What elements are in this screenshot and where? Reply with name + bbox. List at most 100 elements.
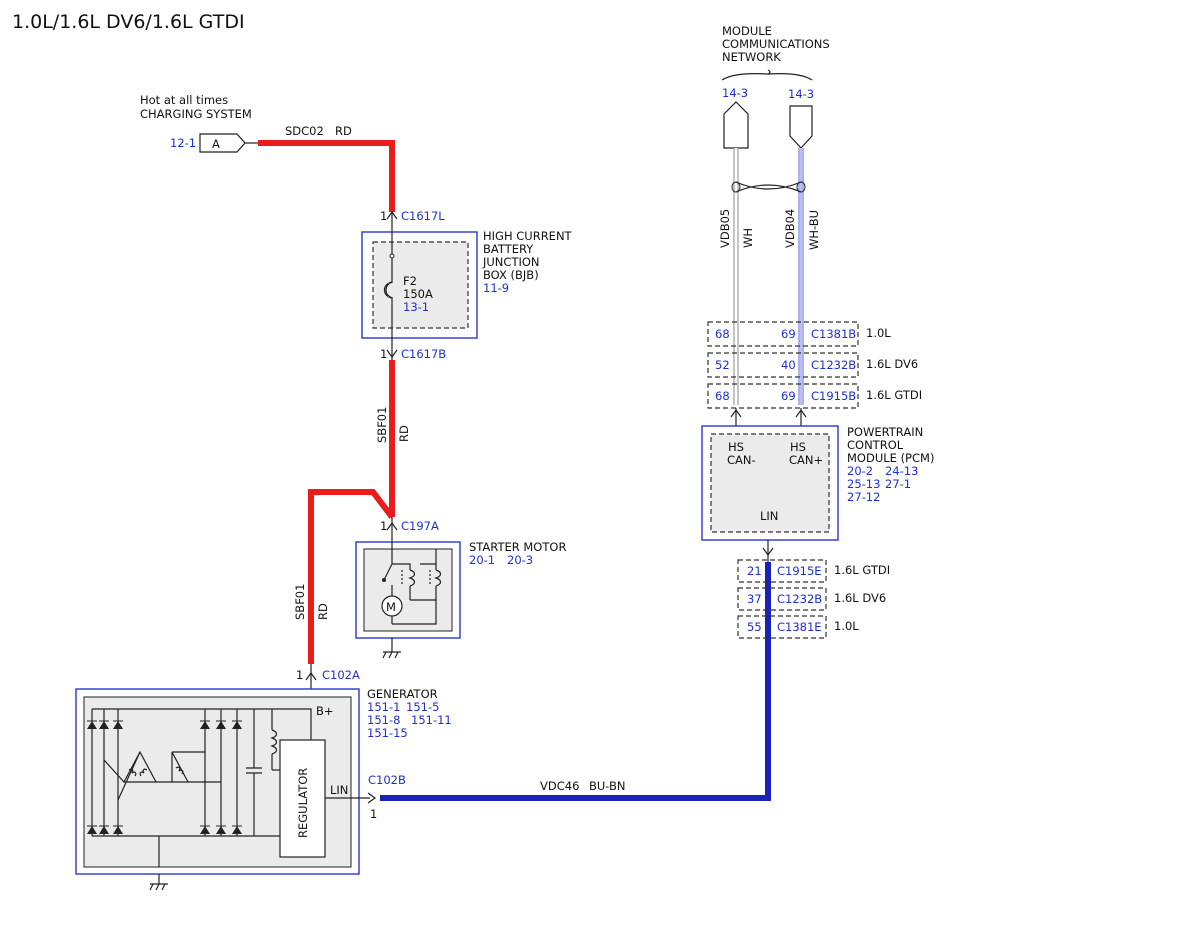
starter-ref-1[interactable]: 20-1 <box>469 553 495 567</box>
pcm-ref-2[interactable]: 24-13 <box>885 464 918 478</box>
wire-sdc02-circuit: SDC02 <box>285 124 324 138</box>
fuse-name: F2 <box>403 274 417 288</box>
field-coil-icon <box>270 729 278 755</box>
network-label-line1: MODULE <box>722 24 772 38</box>
can-conn-engine: 1.6L DV6 <box>866 357 918 371</box>
lin-conn-pin: 55 <box>747 620 762 634</box>
starter-motor-symbol: M <box>386 600 396 614</box>
bjb-ref[interactable]: 11-9 <box>483 281 509 295</box>
lin-connector-row-1[interactable]: 37 C1232B 1.6L DV6 <box>737 587 886 611</box>
pcm-ref-1[interactable]: 20-2 <box>847 464 873 478</box>
pcm-ref-4[interactable]: 27-1 <box>885 477 911 491</box>
lin-conn-engine: 1.6L DV6 <box>834 591 886 605</box>
pcm-ref-5[interactable]: 27-12 <box>847 490 880 504</box>
bjb-conn-in-id[interactable]: C1617L <box>401 209 445 223</box>
lin-connector-box <box>737 587 827 611</box>
starter-ground-icon <box>382 651 401 659</box>
wire-vdb04-color: WH-BU <box>807 210 821 250</box>
can-connector-row-0[interactable]: 68 69 C1381B 1.0L <box>707 321 891 347</box>
lin-connector-row-0[interactable]: 21 C1915E 1.6L GTDI <box>737 559 890 583</box>
pcm-ref-3[interactable]: 25-13 <box>847 477 880 491</box>
generator-component: 1 C102A <box>75 664 452 891</box>
starter-coil1-icon <box>408 569 416 587</box>
gen-ref-2[interactable]: 151-5 <box>406 700 439 714</box>
can-conn-id: C1381B <box>811 327 856 341</box>
gen-bplus-conn-pin: 1 <box>296 668 303 682</box>
source-ref[interactable]: 12-1 <box>170 136 196 150</box>
diode-bank-top-left <box>87 720 123 729</box>
twisted-pair-icon <box>735 181 802 193</box>
can-conn-engine: 1.0L <box>866 326 891 340</box>
network-brace <box>721 69 813 81</box>
network-ref-right[interactable]: 14-3 <box>788 87 814 101</box>
starter-conn-pin: 1 <box>380 519 387 533</box>
wire-sbf01-lower[interactable] <box>308 489 395 664</box>
terminal-a-shape[interactable] <box>199 133 246 153</box>
pcm-component: HS CAN- HS CAN+ LIN POWERTRAIN CONTROL M… <box>701 408 934 562</box>
network-label-line2: COMMUNICATIONS <box>722 37 830 51</box>
lin-connector-box <box>737 559 827 583</box>
can-conn-pin-right: 69 <box>781 389 796 403</box>
gen-lin-label: LIN <box>330 783 348 797</box>
wire-sbf01-upper-circuit: SBF01 <box>375 407 389 443</box>
lin-connector-box <box>737 615 827 639</box>
wire-sbf01-lower-circuit: SBF01 <box>293 584 307 620</box>
starter-inner-box <box>363 548 453 632</box>
lin-connector-row-2[interactable]: 55 C1381E 1.0L <box>737 615 859 639</box>
starter-name: STARTER MOTOR <box>469 540 566 554</box>
wire-vdc46[interactable] <box>380 562 771 801</box>
gen-diode-rails-2 <box>204 709 238 836</box>
network-connector-right[interactable] <box>789 105 813 149</box>
bjb-conn-out-id[interactable]: C1617B <box>401 347 446 361</box>
gen-lin-conn-id[interactable]: C102B <box>368 773 406 787</box>
wire-sbf01-upper-color: RD <box>397 425 411 442</box>
bjb-conn-out-arrow <box>386 349 398 359</box>
diode-bank-top-right <box>200 720 242 729</box>
wire-vdb04-circuit: VDB04 <box>783 209 797 248</box>
lin-conn-id: C1915E <box>777 564 822 578</box>
bjb-conn-in-pin: 1 <box>380 209 387 223</box>
gen-bplus-conn-id[interactable]: C102A <box>322 668 360 682</box>
bjb-component: 1 C1617L F2 150A 13-1 HIGH CURRENT BATTE… <box>361 209 573 361</box>
lin-conn-pin: 37 <box>747 592 762 606</box>
regulator-label: REGULATOR <box>296 768 310 838</box>
starter-conn-id[interactable]: C197A <box>401 519 439 533</box>
can-conn-id: C1915B <box>811 389 856 403</box>
gen-lin-conn-arrow <box>367 792 377 804</box>
source-label-line2: CHARGING SYSTEM <box>140 107 252 121</box>
wire-vdb05-circuit: VDB05 <box>718 209 732 248</box>
regulator-box <box>279 739 326 858</box>
pcm-name-line2: CONTROL <box>847 438 904 452</box>
network-connector-left[interactable] <box>723 101 749 149</box>
bjb-conn-out-pin: 1 <box>380 347 387 361</box>
stator-winding-icon <box>103 750 160 801</box>
diagram-title: 1.0L/1.6L DV6/1.6L GTDI <box>12 11 245 33</box>
can-connector-box <box>707 352 859 378</box>
network-ref-left[interactable]: 14-3 <box>722 86 748 100</box>
gen-ref-1[interactable]: 151-1 <box>367 700 400 714</box>
generator-name: GENERATOR <box>367 687 438 701</box>
wire-vdc46-circuit: VDC46 <box>540 779 579 793</box>
can-conn-pin-right: 69 <box>781 327 796 341</box>
can-conn-pin-left: 52 <box>715 358 730 372</box>
fuse-ref[interactable]: 13-1 <box>403 300 429 314</box>
lin-conn-engine: 1.6L GTDI <box>834 563 890 577</box>
wire-vdb05-color: WH <box>741 228 755 248</box>
gen-ground-icon <box>149 883 168 891</box>
pcm-pin-canhigh-line1: HS <box>790 440 806 454</box>
can-connector-row-1[interactable]: 52 40 C1232B 1.6L DV6 <box>707 352 918 378</box>
gen-top-bus <box>92 708 312 740</box>
wire-vdc46-color: BU-BN <box>589 779 626 793</box>
can-connector-row-2[interactable]: 68 69 C1915B 1.6L GTDI <box>707 383 922 409</box>
gen-ref-4[interactable]: 151-11 <box>411 713 452 727</box>
lin-conn-pin: 21 <box>747 564 762 578</box>
gen-bplus-label: B+ <box>316 704 334 718</box>
gen-ref-5[interactable]: 151-15 <box>367 726 408 740</box>
bjb-name-line1: HIGH CURRENT <box>483 229 573 243</box>
wire-sdc02[interactable] <box>258 140 395 212</box>
gen-ref-3[interactable]: 151-8 <box>367 713 400 727</box>
bjb-name-line3: JUNCTION <box>482 255 540 269</box>
can-connector-box <box>707 383 859 409</box>
starter-ref-2[interactable]: 20-3 <box>507 553 533 567</box>
